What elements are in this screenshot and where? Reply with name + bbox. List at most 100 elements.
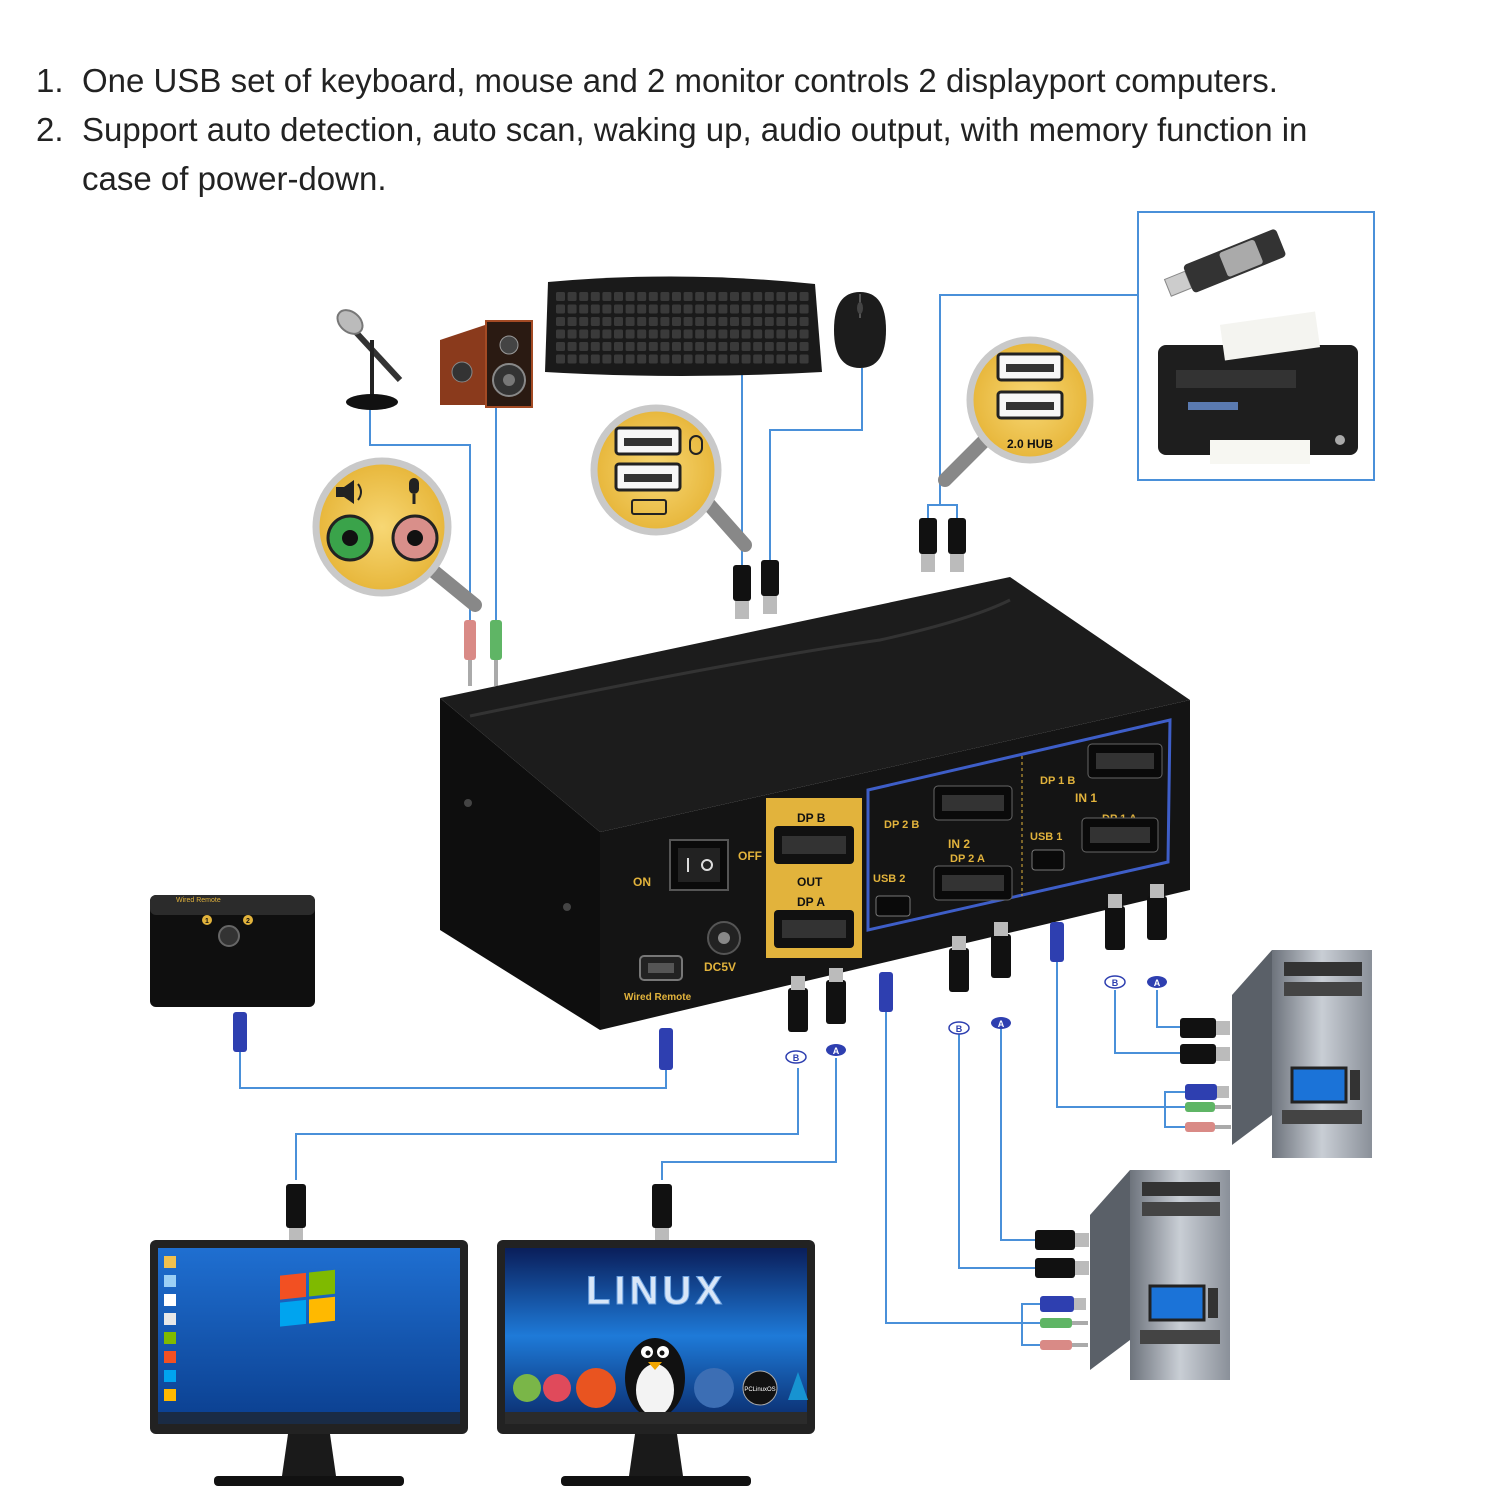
keyboard-key [799,304,809,314]
usb-devices-box [1137,211,1375,481]
hub-label: 2.0 HUB [1007,437,1053,451]
keyboard-key [706,354,716,364]
keyboard-key [799,329,809,339]
keyboard-key [614,329,623,339]
out-label: OUT [797,875,823,889]
keyboard-key [776,304,786,314]
keyboard-key [625,342,635,351]
keyboard-key [579,317,589,326]
in2-dp-a-label: DP 2 A [950,853,985,865]
usb-plug-keyboard [733,565,751,619]
keyboard-key [637,329,647,339]
keyboard-key [625,354,635,364]
keyboard-key [706,304,716,314]
usb1-label: USB 1 [1030,831,1062,843]
switch-off-label: OFF [738,849,762,863]
keyboard-key [753,354,763,364]
keyboard-key [567,304,577,314]
keyboard-key [741,317,751,326]
output-panel: DP B OUT DP A [766,798,862,958]
remote-button[interactable] [218,925,240,947]
intro-num: 1. [36,62,64,99]
keyboard-key [567,292,577,301]
svg-text:B: B [793,1053,800,1063]
keyboard-key [730,317,739,326]
bottom-plugs [788,884,1167,1032]
keyboard-key [718,317,728,326]
usb-plug-hub-1 [919,518,937,572]
keyboard-key [660,342,670,351]
keyboard-key [695,329,705,339]
dc-jack [707,921,741,955]
power-switch[interactable] [669,839,729,891]
dp-plug-out-a [826,968,846,1024]
keyboard-key [637,304,647,314]
pc1-port-dp-a [1180,1018,1230,1038]
speaker-small-icon [336,480,362,504]
mic-small-icon [409,478,419,504]
keyboard-key [648,317,658,326]
audio-jack-lens [312,457,482,612]
remote-num-1: 1 [205,918,209,925]
keyboard-key [799,292,809,301]
out-dp-b-label: DP B [797,811,826,825]
keyboard-small-icon [631,499,667,515]
keyboard-key [718,329,728,339]
speakers-icon [440,320,533,408]
keyboard-key [590,317,600,326]
cable-tags: B A B A B A [785,975,1167,1064]
input-panel: DP 2 B IN 2 DP 2 A USB 2 DP 1 B IN 1 DP … [866,718,1172,932]
keyboard-key [683,317,693,326]
keyboard-key [741,292,751,301]
keyboard-key [660,354,670,364]
keyboard-key [602,342,612,351]
cable-pc1-a [1156,990,1180,1028]
top-connectors [464,518,966,686]
keyboard-key [788,304,797,314]
cable-pc1-b [1114,990,1180,1054]
linux-title: LINUX [586,1269,726,1313]
keyboard-key [695,304,705,314]
cable-remote [239,1050,667,1089]
keyboard-key [556,354,565,364]
cable-mic [369,400,471,620]
keyboard-key [556,292,565,301]
usb-flash-drive-icon [1163,229,1286,297]
monitor-linux: LINUX PCLinuxOS [497,1240,815,1486]
pc2-port-dp-a [1035,1230,1089,1250]
keyboard-key [660,317,670,326]
keyboard-key [614,304,623,314]
keyboard-key [567,342,577,351]
wired-remote-port-label: Wired Remote [624,992,692,1003]
keyboard-key [614,342,623,351]
keyboard-key [706,292,716,301]
keyboard-key [579,354,589,364]
keyboard-key [695,354,705,364]
windows-logo-icon [280,1269,335,1327]
keyboard-key [567,354,577,364]
desktop-icon [164,1294,176,1306]
keyboard-icon [545,276,822,376]
keyboard-key [683,354,693,364]
desktop-icon [164,1313,176,1325]
monitor-plugs [286,1184,672,1240]
dp-plug-in2-a [991,922,1011,978]
wired-remote[interactable]: Wired Remote 1 2 [150,895,673,1070]
keyboard-key [741,304,751,314]
keyboard-key [590,292,600,301]
desktop-icon [164,1332,176,1344]
keyboard-key [625,317,635,326]
keyboard-key [602,354,612,364]
keyboard-key [614,354,623,364]
keyboard-key [753,329,763,339]
usb-plug-mouse [761,560,779,614]
keyboard-key [706,329,716,339]
keyboard-key [799,354,809,364]
svg-text:A: A [1154,978,1161,988]
keyboard-key [590,329,600,339]
svg-text:A: A [998,1019,1005,1029]
keyboard-key [683,329,693,339]
keyboard-key [683,292,693,301]
cable-pc2-b [958,1032,1035,1269]
